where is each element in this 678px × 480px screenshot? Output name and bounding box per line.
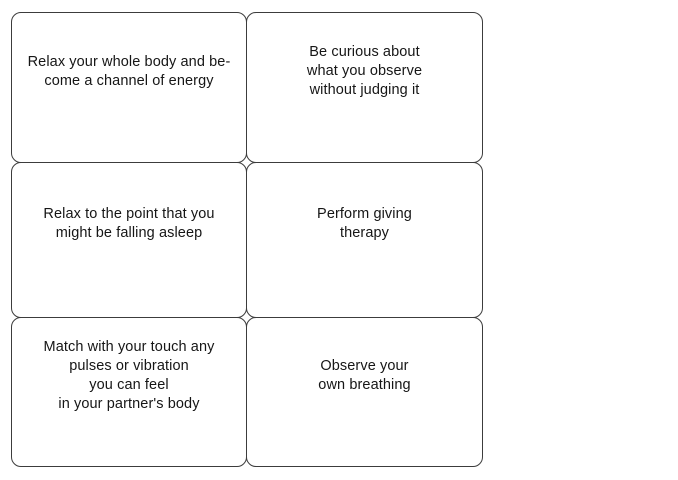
flashcard-text: Perform giving therapy — [317, 206, 412, 241]
flashcard-text: Observe your own breathing — [318, 358, 411, 393]
flashcard[interactable]: Observe your own breathing — [246, 317, 483, 467]
flashcard[interactable]: Relax your whole body and be- come a cha… — [11, 12, 247, 163]
flashcard[interactable]: Relax to the point that you might be fal… — [11, 162, 247, 318]
flashcard-text: Relax your whole body and be- come a cha… — [27, 53, 231, 89]
flashcard[interactable]: Be curious about what you observe withou… — [246, 12, 483, 163]
flashcard-text: Match with your touch any pulses or vibr… — [43, 339, 215, 412]
flashcard[interactable]: Perform giving therapy — [246, 162, 483, 318]
flashcard[interactable]: Match with your touch any pulses or vibr… — [11, 317, 247, 467]
flashcard-text: Be curious about what you observe withou… — [306, 44, 423, 98]
flashcard-text: Relax to the point that you might be fal… — [43, 206, 215, 241]
